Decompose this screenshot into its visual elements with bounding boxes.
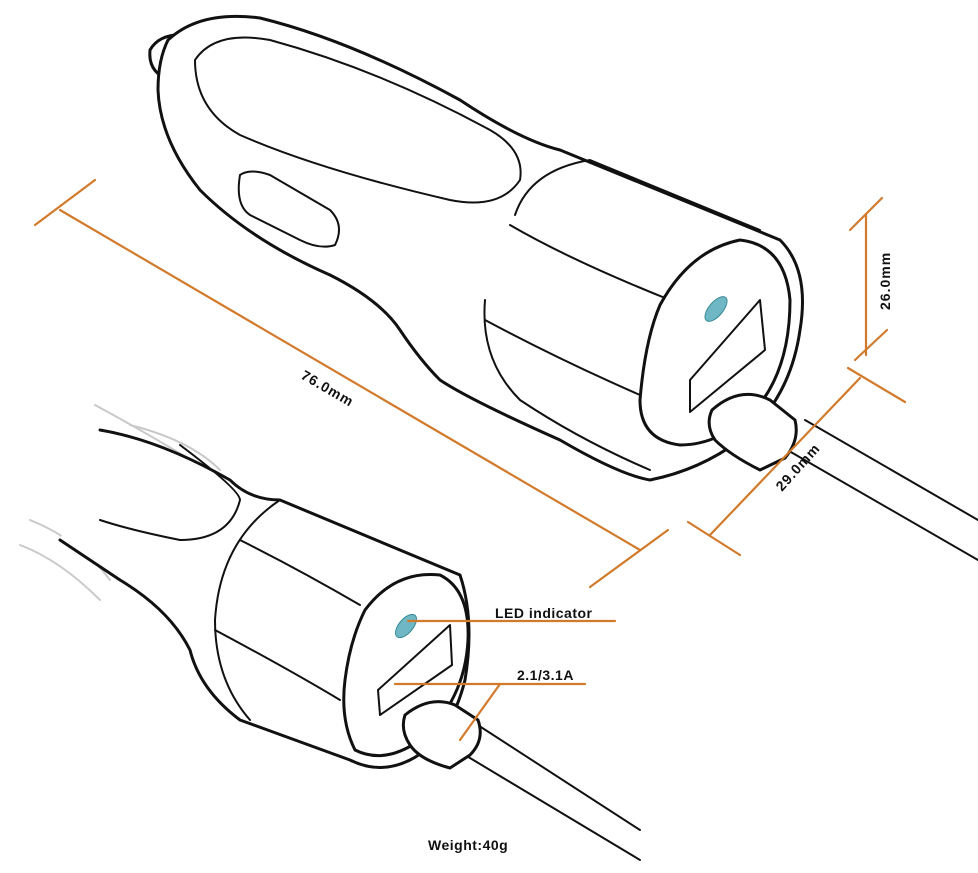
callout-led: LED indicator — [406, 605, 617, 623]
height-tick-top — [848, 196, 884, 232]
top-charger-body — [156, 14, 804, 482]
height-label: 26.0mm — [877, 252, 893, 310]
bottom-head-left — [214, 499, 281, 721]
bottom-head-band-1 — [239, 539, 361, 606]
height-tick-bottom — [853, 328, 889, 362]
width-tick-top — [846, 366, 907, 404]
bottom-charger-drawing — [19, 404, 641, 861]
bottom-ghost-outline-4 — [19, 544, 101, 601]
top-head-segment-upper — [514, 159, 761, 231]
dimension-height: 26.0mm — [848, 196, 893, 362]
bottom-grip-edge — [99, 444, 241, 541]
output-callout-label: 2.1/3.1A — [517, 667, 574, 683]
top-led-indicator — [704, 296, 728, 322]
top-head-band-2 — [484, 319, 641, 396]
length-label: 76.0mm — [299, 367, 357, 410]
width-tick-bottom — [686, 520, 742, 557]
top-grip-panel — [194, 36, 522, 204]
top-usb-port — [689, 299, 766, 413]
top-head-lower — [483, 299, 651, 471]
bottom-ghost-outline-3 — [129, 424, 221, 471]
bottom-usb-plug — [401, 700, 482, 770]
bottom-cable — [439, 719, 641, 861]
weight-label: Weight:40g — [428, 837, 508, 853]
bottom-usb-port — [377, 624, 453, 716]
output-leader-diagonal — [458, 682, 502, 742]
top-charger-drawing — [148, 14, 978, 561]
width-dimension-line — [708, 376, 862, 537]
length-tick-end — [588, 528, 670, 589]
length-dimension-line — [58, 208, 642, 552]
length-tick-start — [33, 178, 97, 227]
bottom-head-band-2 — [214, 629, 341, 701]
top-head-band-1 — [509, 224, 671, 301]
led-callout-label: LED indicator — [495, 605, 593, 621]
callout-output: 2.1/3.1A — [393, 667, 587, 742]
top-cable — [769, 419, 978, 561]
top-side-button — [237, 170, 340, 248]
